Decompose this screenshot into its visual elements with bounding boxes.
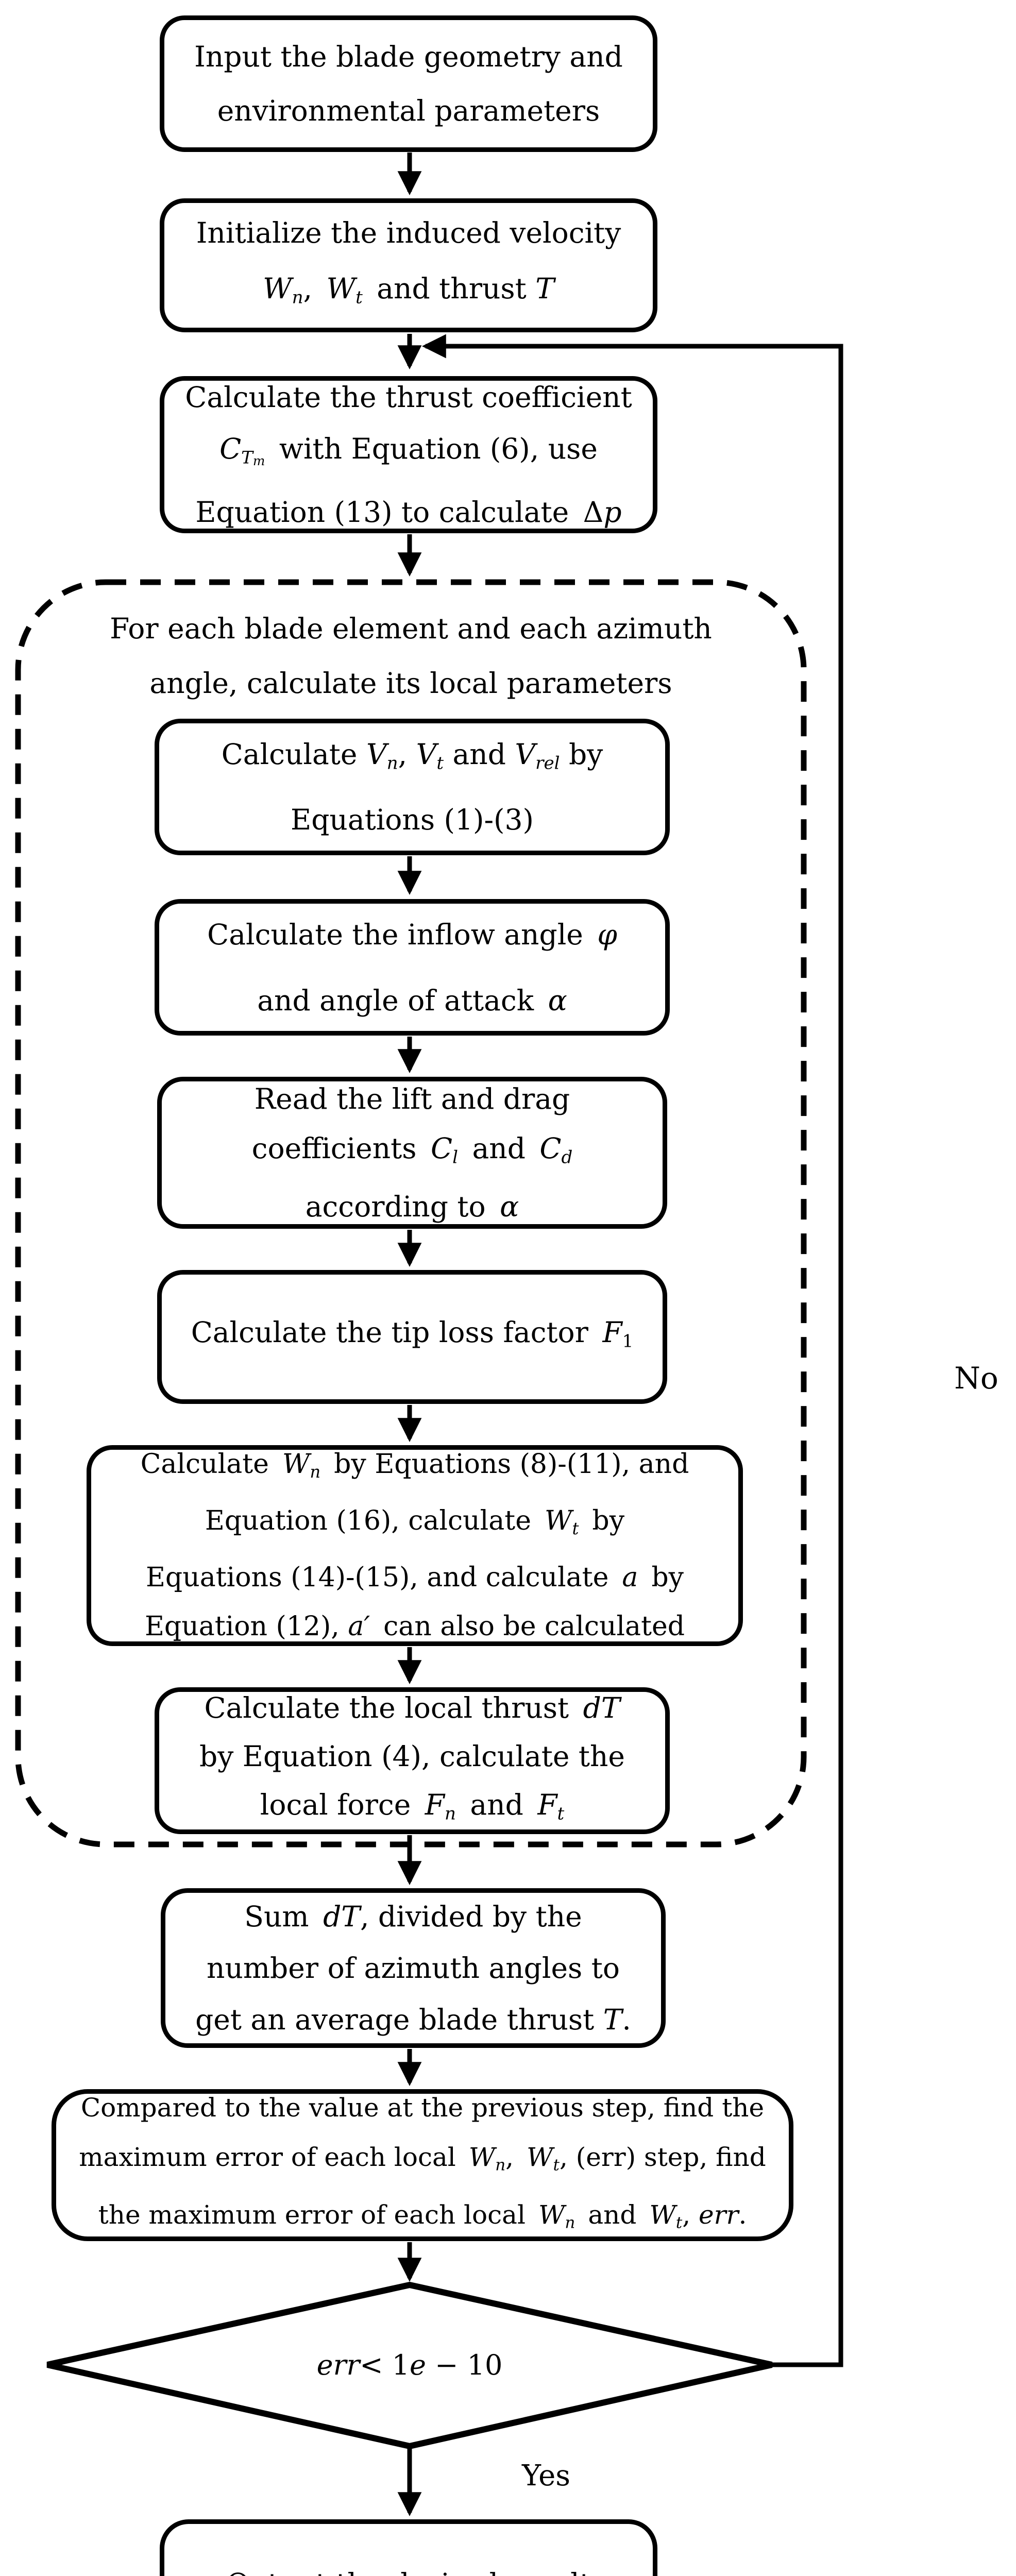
node-compare-error-box: Compared to the value at the previous st…	[52, 2089, 793, 2241]
node-text-line: Compared to the value at the previous st…	[80, 2092, 765, 2123]
node-text-line: Initialize the induced velocity	[196, 216, 621, 250]
node-sum-thrust-box: Sum dT, divided by the number of azimuth…	[161, 1888, 666, 2048]
yes-label-text: Yes	[522, 2459, 570, 2493]
node-text-line: Calculate the local thrust dT	[204, 1691, 620, 1724]
node-text-line: Read the lift and drag	[254, 1082, 570, 1115]
node-induced-velocity-box: Calculate Wn by Equations (8)-(11), and …	[87, 1445, 743, 1646]
node-text-line: CTm with Equation (6), use	[219, 432, 598, 468]
loop-container-dashed-border	[15, 579, 807, 1848]
node-tip-loss-box: Calculate the tip loss factor F1	[157, 1270, 667, 1404]
loop-container-caption: For each blade element and each azimuth …	[31, 600, 791, 711]
node-initialize-box: Initialize the induced velocity Wn, Wt a…	[160, 198, 657, 332]
node-local-thrust-box: Calculate the local thrust dT by Equatio…	[155, 1687, 670, 1834]
node-text-line: Equations (14)-(15), and calculate a by	[145, 1562, 684, 1594]
node-text-line: Equation (13) to calculate Δp	[195, 496, 622, 529]
node-text-line: and angle of attack α	[257, 984, 567, 1017]
node-text-line: Equation (12), a′ can also be calculated	[144, 1611, 685, 1642]
node-thrust-coefficient-box: Calculate the thrust coefficient CTm wit…	[160, 376, 657, 533]
node-input-box: Input the blade geometry and environment…	[160, 15, 657, 152]
decision-diamond	[46, 2281, 773, 2450]
node-text-line: angle, calculate its local parameters	[149, 666, 672, 700]
node-text-line: number of azimuth angles to	[207, 1952, 620, 1985]
node-velocities-box: Calculate Vn, Vt and Vrel by Equations (…	[155, 719, 670, 855]
node-text-line: Calculate the tip loss factor F1	[191, 1316, 634, 1352]
loop-back-line	[421, 334, 843, 2367]
node-text-line: maximum error of each local Wn, Wt, (err…	[79, 2142, 766, 2175]
node-text-line: Sum dT, divided by the	[244, 1900, 582, 1933]
node-inflow-angle-box: Calculate the inflow angle φ and angle o…	[155, 899, 670, 1036]
node-text-line: For each blade element and each azimuth	[110, 612, 712, 645]
node-text-line: Equation (16), calculate Wt by	[205, 1505, 625, 1539]
node-text-line: get an average blade thrust T.	[195, 2003, 631, 2036]
no-label-text: No	[954, 1361, 998, 1396]
node-text-line: coefficients Cl and Cd	[251, 1131, 573, 1168]
node-text-line: local force Fn and Ft	[260, 1788, 565, 1824]
node-text-line: Calculate the thrust coefficient	[185, 380, 632, 414]
node-text-line: Wn, Wt and thrust T	[263, 272, 554, 308]
node-text-line: Calculate Vn, Vt and Vrel by	[221, 737, 603, 774]
decision-condition-text: err< 1e − 10	[49, 2298, 770, 2432]
node-text-line: Output the desired result	[226, 2567, 591, 2576]
node-text-line: err< 1e − 10	[316, 2348, 503, 2381]
node-text-line: by Equation (4), calculate the	[199, 1739, 625, 1773]
node-text-line: Input the blade geometry and	[194, 40, 623, 73]
node-text-line: the maximum error of each local Wn and W…	[98, 2199, 747, 2232]
node-lift-drag-box: Read the lift and drag coefficients Cl a…	[157, 1077, 667, 1229]
branch-label-no: No	[935, 1355, 1016, 1401]
branch-label-yes: Yes	[495, 2455, 598, 2496]
node-text-line: Equations (1)-(3)	[291, 803, 534, 837]
node-text-line: Calculate Wn by Equations (8)-(11), and	[140, 1448, 689, 1482]
node-text-line: according to α	[305, 1190, 519, 1224]
node-output-box: Output the desired result	[160, 2519, 657, 2576]
node-text-line: Calculate the inflow angle φ	[207, 918, 617, 951]
node-text-line: environmental parameters	[217, 94, 600, 127]
